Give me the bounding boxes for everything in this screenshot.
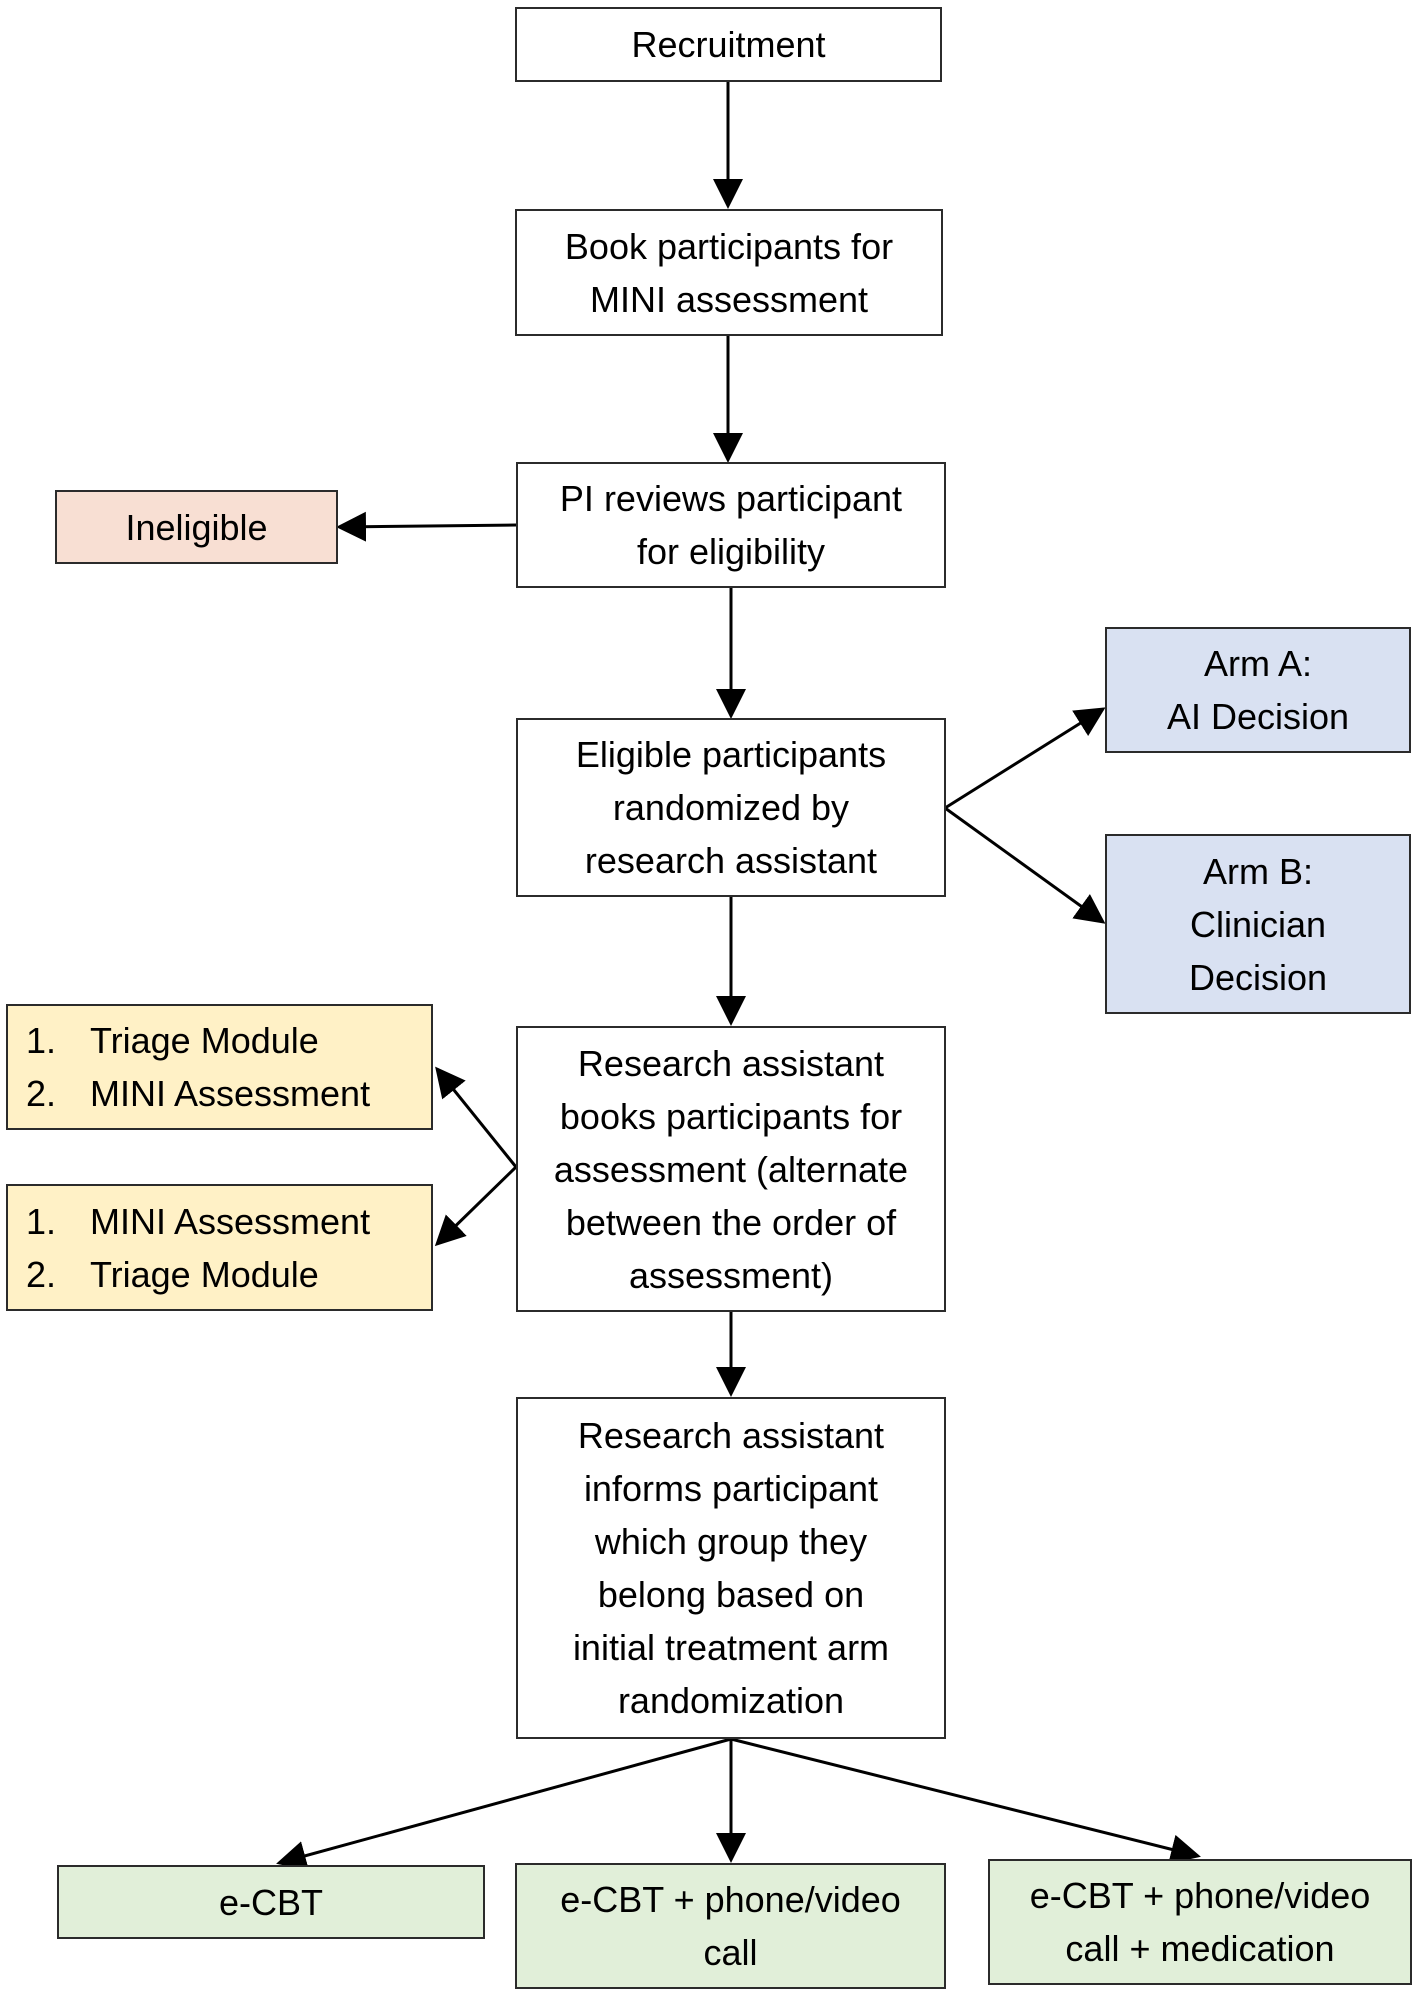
node-text: call xyxy=(703,1932,758,1973)
node-arm-a: Arm A: AI Decision xyxy=(1105,627,1411,753)
node-recruitment: Recruitment xyxy=(515,7,942,82)
node-text: Arm A: xyxy=(1203,643,1313,684)
node-ecbt: e-CBT xyxy=(57,1865,485,1939)
list-item: 1. MINI Assessment xyxy=(26,1195,370,1248)
node-text: initial treatment arm xyxy=(572,1627,890,1668)
arrow-randomized-to-arm-a xyxy=(944,707,1106,810)
node-text: which group they xyxy=(594,1521,868,1562)
list-number: 1. xyxy=(26,1020,57,1061)
node-text: books participants for xyxy=(559,1095,903,1137)
node-text: between the order of xyxy=(565,1201,897,1243)
node-text: randomized by xyxy=(612,787,850,828)
node-text: research assistant xyxy=(584,840,878,881)
node-text: informs participant xyxy=(583,1468,879,1509)
arrow-informs-to-ecbt xyxy=(276,1737,732,1871)
list-item: 2. MINI Assessment xyxy=(26,1067,370,1120)
node-book-mini: Book participants for MINI assessment xyxy=(515,209,943,336)
node-text: randomization xyxy=(617,1680,845,1721)
node-ecbt-call: e-CBT + phone/video call xyxy=(515,1863,946,1989)
node-text: e-CBT + phone/video xyxy=(560,1879,901,1920)
node-text: MINI assessment xyxy=(589,278,869,320)
node-books-assessment: Research assistant books participants fo… xyxy=(516,1026,946,1312)
node-text: assessment) xyxy=(628,1254,834,1296)
arrow-review-to-ineligible xyxy=(336,511,517,542)
node-text: e-CBT + phone/video xyxy=(1029,1875,1371,1916)
list-text: MINI Assessment xyxy=(90,1073,371,1114)
list-number: 1. xyxy=(26,1200,57,1242)
node-text: Research assistant xyxy=(577,1042,885,1084)
node-text: Eligible participants xyxy=(575,734,887,775)
node-order-mini-first: 1. MINI Assessment 2. Triage Module xyxy=(6,1184,433,1311)
node-pi-review: PI reviews participant for eligibility xyxy=(516,462,946,588)
node-text: PI reviews participant xyxy=(559,478,903,519)
node-text: call + medication xyxy=(1065,1928,1335,1969)
list-text: Triage Module xyxy=(90,1020,319,1061)
node-randomized: Eligible participants randomized by rese… xyxy=(516,718,946,897)
node-text: AI Decision xyxy=(1166,696,1350,737)
node-ineligible: Ineligible xyxy=(55,490,338,564)
node-text: assessment (alternate xyxy=(553,1148,909,1190)
arrow-informs-to-ecbt-call-med xyxy=(730,1737,1201,1864)
node-text: Book participants for xyxy=(564,225,894,267)
node-order-triage-first: 1. Triage Module 2. MINI Assessment xyxy=(6,1004,433,1130)
list-number: 2. xyxy=(26,1253,57,1295)
arrow-books-to-order-2 xyxy=(434,1165,518,1247)
node-text: e-CBT xyxy=(218,1881,323,1923)
node-informs: Research assistant informs participant w… xyxy=(516,1397,946,1739)
list-text: Triage Module xyxy=(90,1253,319,1295)
node-text: belong based on xyxy=(597,1574,865,1615)
node-text: Clinician xyxy=(1189,903,1327,945)
node-text: Recruitment xyxy=(631,24,826,65)
list-item: 1. Triage Module xyxy=(26,1014,319,1067)
node-arm-b: Arm B: Clinician Decision xyxy=(1105,834,1411,1014)
node-text: for eligibility xyxy=(636,531,826,572)
arrow-books-to-order-1 xyxy=(435,1066,518,1168)
node-text: Arm B: xyxy=(1202,850,1313,892)
node-text: Decision xyxy=(1188,956,1328,998)
node-text: Research assistant xyxy=(577,1415,885,1456)
node-text: Ineligible xyxy=(125,506,268,548)
list-item: 2. Triage Module xyxy=(26,1248,319,1301)
node-ecbt-call-med: e-CBT + phone/video call + medication xyxy=(988,1859,1412,1985)
list-text: MINI Assessment xyxy=(90,1200,371,1242)
arrow-randomized-to-arm-b xyxy=(944,806,1106,924)
list-number: 2. xyxy=(26,1073,57,1114)
